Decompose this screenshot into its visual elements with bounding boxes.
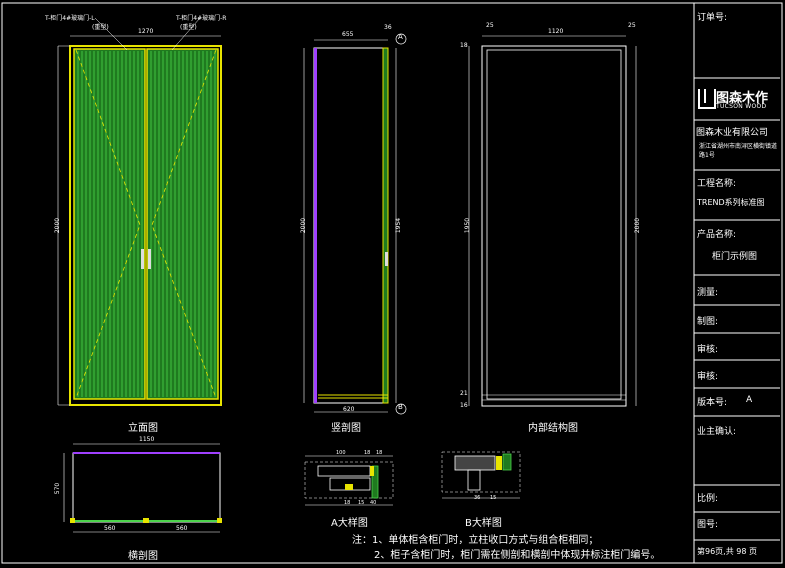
marker-a-label: A	[398, 33, 403, 41]
dim-vsec-top-small: 36	[384, 24, 392, 31]
note-line-2: 2、柜子含柜门时，柜门需在侧剖和横剖中体现并标注柜门编号。	[374, 550, 661, 561]
int-outer	[481, 45, 627, 407]
glass-stripes	[77, 51, 216, 397]
dim-da-bot1: 18	[344, 500, 351, 506]
dim-int-height: 2000	[634, 217, 642, 234]
marker-a-circle	[395, 33, 407, 45]
dim-db-bot1: 36	[474, 495, 481, 501]
marker-b-label: B	[398, 403, 403, 411]
dim-int-inner: 1950	[464, 217, 472, 234]
company-name: 图森木业有限公司	[696, 128, 769, 138]
int-inner	[486, 49, 622, 400]
vertical-section-view	[303, 33, 407, 415]
dim-db-bot2: 15	[490, 495, 497, 501]
dim-hsec-width: 1150	[139, 436, 155, 443]
measure-label: 测量:	[697, 288, 719, 298]
review1-label: 审核:	[697, 345, 719, 355]
view-title-detail-a: A大样图	[331, 518, 368, 529]
view-title-detail-b: B大样图	[465, 518, 502, 529]
page-number: 第96页,共 98 页	[697, 547, 757, 556]
vsec-outline	[313, 47, 389, 404]
dim-elev-height: 2000	[54, 217, 62, 234]
dim-int-top: 18	[460, 42, 468, 49]
callout-leader-left	[94, 17, 128, 51]
callout-right-sub: (重型)	[180, 24, 197, 31]
project-value: TREND系列标准图	[697, 198, 765, 207]
scale-label: 比例:	[697, 494, 719, 504]
brand-mark-icon	[698, 89, 716, 109]
left-handle	[141, 249, 144, 269]
view-title-elevation: 立面图	[128, 423, 158, 434]
internal-structure-view	[468, 35, 637, 407]
dim-int-left: 25	[486, 22, 494, 29]
dim-vsec-bottom: 620	[343, 406, 355, 413]
dim-da-top3: 18	[376, 450, 383, 456]
view-title-vertical-section: 竖剖图	[331, 423, 361, 434]
detail-a-view	[304, 455, 394, 506]
detail-b-boundary	[441, 451, 521, 493]
elevation-view	[57, 17, 222, 406]
product-label: 产品名称:	[697, 230, 737, 240]
dim-elev-width: 1270	[138, 28, 154, 35]
elevation-outer-frame	[69, 45, 222, 406]
callout-leader-right	[171, 17, 201, 51]
drawn-label: 制图:	[697, 317, 719, 327]
dim-int-mid: 1120	[548, 28, 564, 35]
title-block-rules	[694, 77, 780, 541]
left-door-swing-line	[75, 49, 141, 399]
hsec-outline	[72, 452, 221, 523]
dim-hsec-right-half: 560	[176, 525, 188, 532]
dim-da-top2: 18	[364, 450, 371, 456]
dim-da-top1: 100	[336, 450, 346, 456]
dim-int-bottom2: 16	[460, 402, 468, 409]
vsec-back-panel	[314, 48, 317, 403]
dim-vsec-height-right: 1954	[395, 217, 403, 234]
dim-hsec-left-half: 560	[104, 525, 116, 532]
detail-a-boundary	[304, 461, 394, 499]
brand-logo: 图森木作 TUCSON WOOD	[698, 87, 778, 113]
detail-b-view	[441, 451, 521, 499]
detail-a-glass	[371, 465, 379, 499]
dim-int-bottom1: 21	[460, 390, 468, 397]
order-no-label: 订单号:	[697, 13, 728, 23]
dim-vsec-height-left: 2000	[300, 217, 308, 234]
callout-left-label: T-柜门4#玻璃门-L	[45, 15, 95, 22]
detail-b-glass	[502, 453, 512, 471]
drawing-no-label: 图号:	[697, 520, 719, 530]
dim-da-bot2: 15	[358, 500, 365, 506]
vsec-door-profile	[382, 47, 389, 404]
owner-confirm-label: 业主确认:	[697, 427, 737, 437]
brand-name-cn: 图森木作	[716, 91, 769, 106]
review2-label: 审核:	[697, 372, 719, 382]
right-door-swing-line	[151, 49, 217, 399]
view-title-internal-structure: 内部结构图	[528, 423, 578, 434]
right-handle	[148, 249, 151, 269]
version-value: A	[746, 395, 753, 405]
view-title-horizontal-section: 横剖图	[128, 551, 158, 562]
marker-b-circle	[395, 403, 407, 415]
callout-right-label: T-柜门4#玻璃门-R	[176, 15, 227, 22]
dim-int-right: 25	[628, 22, 636, 29]
company-address: 浙江省湖州市南浔区横街镇道路1号	[699, 143, 778, 159]
note-line-1: 注：1、单体柜含柜门时，立柱收口方式与组合柜相同；	[352, 535, 599, 546]
project-label: 工程名称:	[697, 179, 737, 189]
horizontal-section-view	[63, 443, 222, 533]
vsec-handle	[385, 252, 388, 266]
product-value: 柜门示例图	[712, 252, 758, 262]
brand-name-en: TUCSON WOOD	[716, 103, 767, 110]
dim-vsec-top: 655	[342, 31, 354, 38]
version-label: 版本号:	[697, 398, 728, 408]
dim-da-bot3: 40	[370, 500, 377, 506]
callout-left-sub: (重型)	[92, 24, 109, 31]
dim-hsec-depth: 570	[54, 482, 62, 495]
